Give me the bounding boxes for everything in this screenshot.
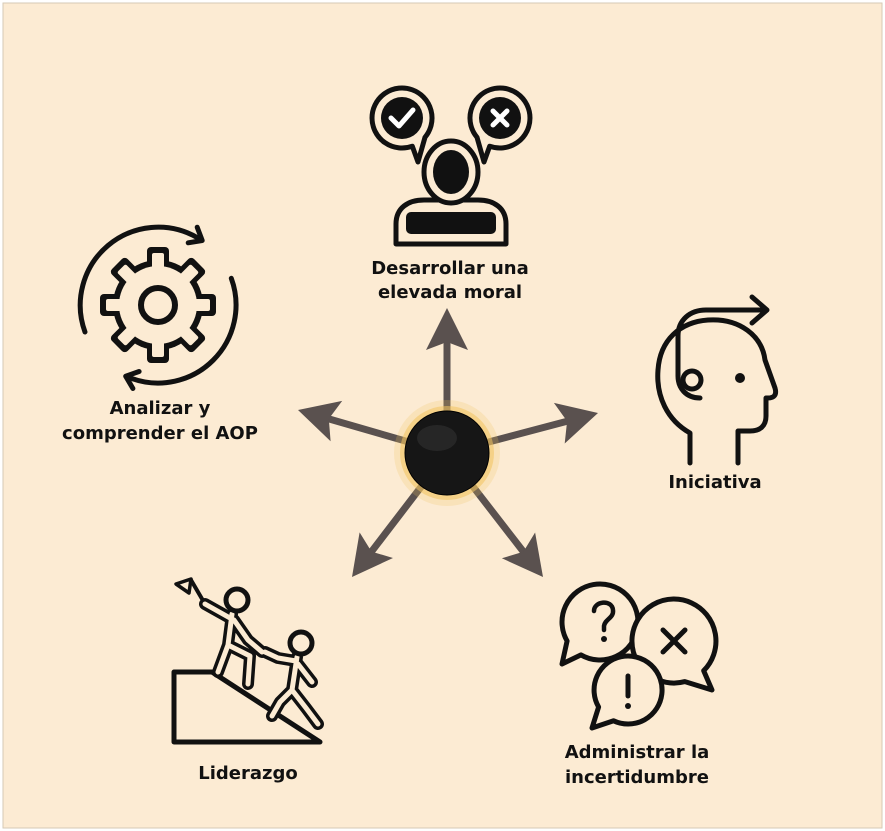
idea-loop <box>680 368 704 392</box>
arrow-lower-right-head <box>501 532 543 577</box>
arrow-right-head <box>553 402 598 444</box>
cross-icon <box>490 108 510 128</box>
arrow-left-head <box>298 400 343 442</box>
mountain-slope <box>171 669 323 745</box>
exclamation-mark-dot <box>625 703 631 709</box>
node-label-line: elevada moral <box>378 282 522 303</box>
node-label-line: Liderazgo <box>198 763 297 784</box>
node-label-line: comprender el AOP <box>62 423 258 444</box>
approve-disc <box>381 97 423 139</box>
gear-cycle-icon <box>77 224 239 391</box>
speech-bubbles-question-icon <box>559 581 719 731</box>
node-incertidumbre: Administrar la incertidumbre <box>559 581 719 788</box>
cycle-arc-top <box>77 224 200 335</box>
cycle-arrowhead-top-icon <box>185 224 205 246</box>
cycle-arc-bottom <box>128 275 239 386</box>
node-label-line: Iniciativa <box>668 472 761 493</box>
hub-highlight <box>417 425 457 451</box>
node-iniciativa: Iniciativa <box>655 294 779 493</box>
eye-dot <box>735 373 745 383</box>
arrow-lower-left-head <box>352 532 393 577</box>
question-mark-dot <box>601 636 607 642</box>
node-liderazgo: Liderazgo <box>171 577 324 784</box>
node-analizar: Analizar y comprender el AOP <box>62 224 258 444</box>
check-icon <box>388 107 416 129</box>
arrow-right-icon <box>749 294 770 326</box>
leader-head <box>223 586 251 614</box>
node-label-line: incertidumbre <box>565 767 709 788</box>
node-label-line: Analizar y <box>110 398 211 419</box>
head-profile <box>655 317 779 466</box>
gear-hole <box>138 285 178 325</box>
central-hub <box>394 400 500 506</box>
idea-hook <box>675 307 769 401</box>
hub-circle <box>404 410 490 496</box>
cycle-arrowhead-bottom-icon <box>123 369 142 391</box>
person-shirt <box>406 212 496 234</box>
person-approve-reject-icon <box>369 85 533 247</box>
climbers-flag-icon <box>171 577 324 745</box>
person-head <box>433 150 469 194</box>
gear-icon <box>100 247 216 363</box>
arrow-up-head <box>426 308 468 350</box>
question-bubble <box>559 581 641 667</box>
question-mark-icon <box>591 600 616 633</box>
node-label-line: Administrar la <box>565 742 710 763</box>
climber-limbs-fill <box>202 601 321 727</box>
cross-mark-icon <box>660 627 688 655</box>
node-label-line: Desarrollar una <box>371 258 529 279</box>
node-moral: Desarrollar una elevada moral <box>369 85 533 303</box>
follower-head <box>287 629 315 657</box>
head-arrow-icon <box>655 294 779 466</box>
flag-icon <box>174 577 193 595</box>
